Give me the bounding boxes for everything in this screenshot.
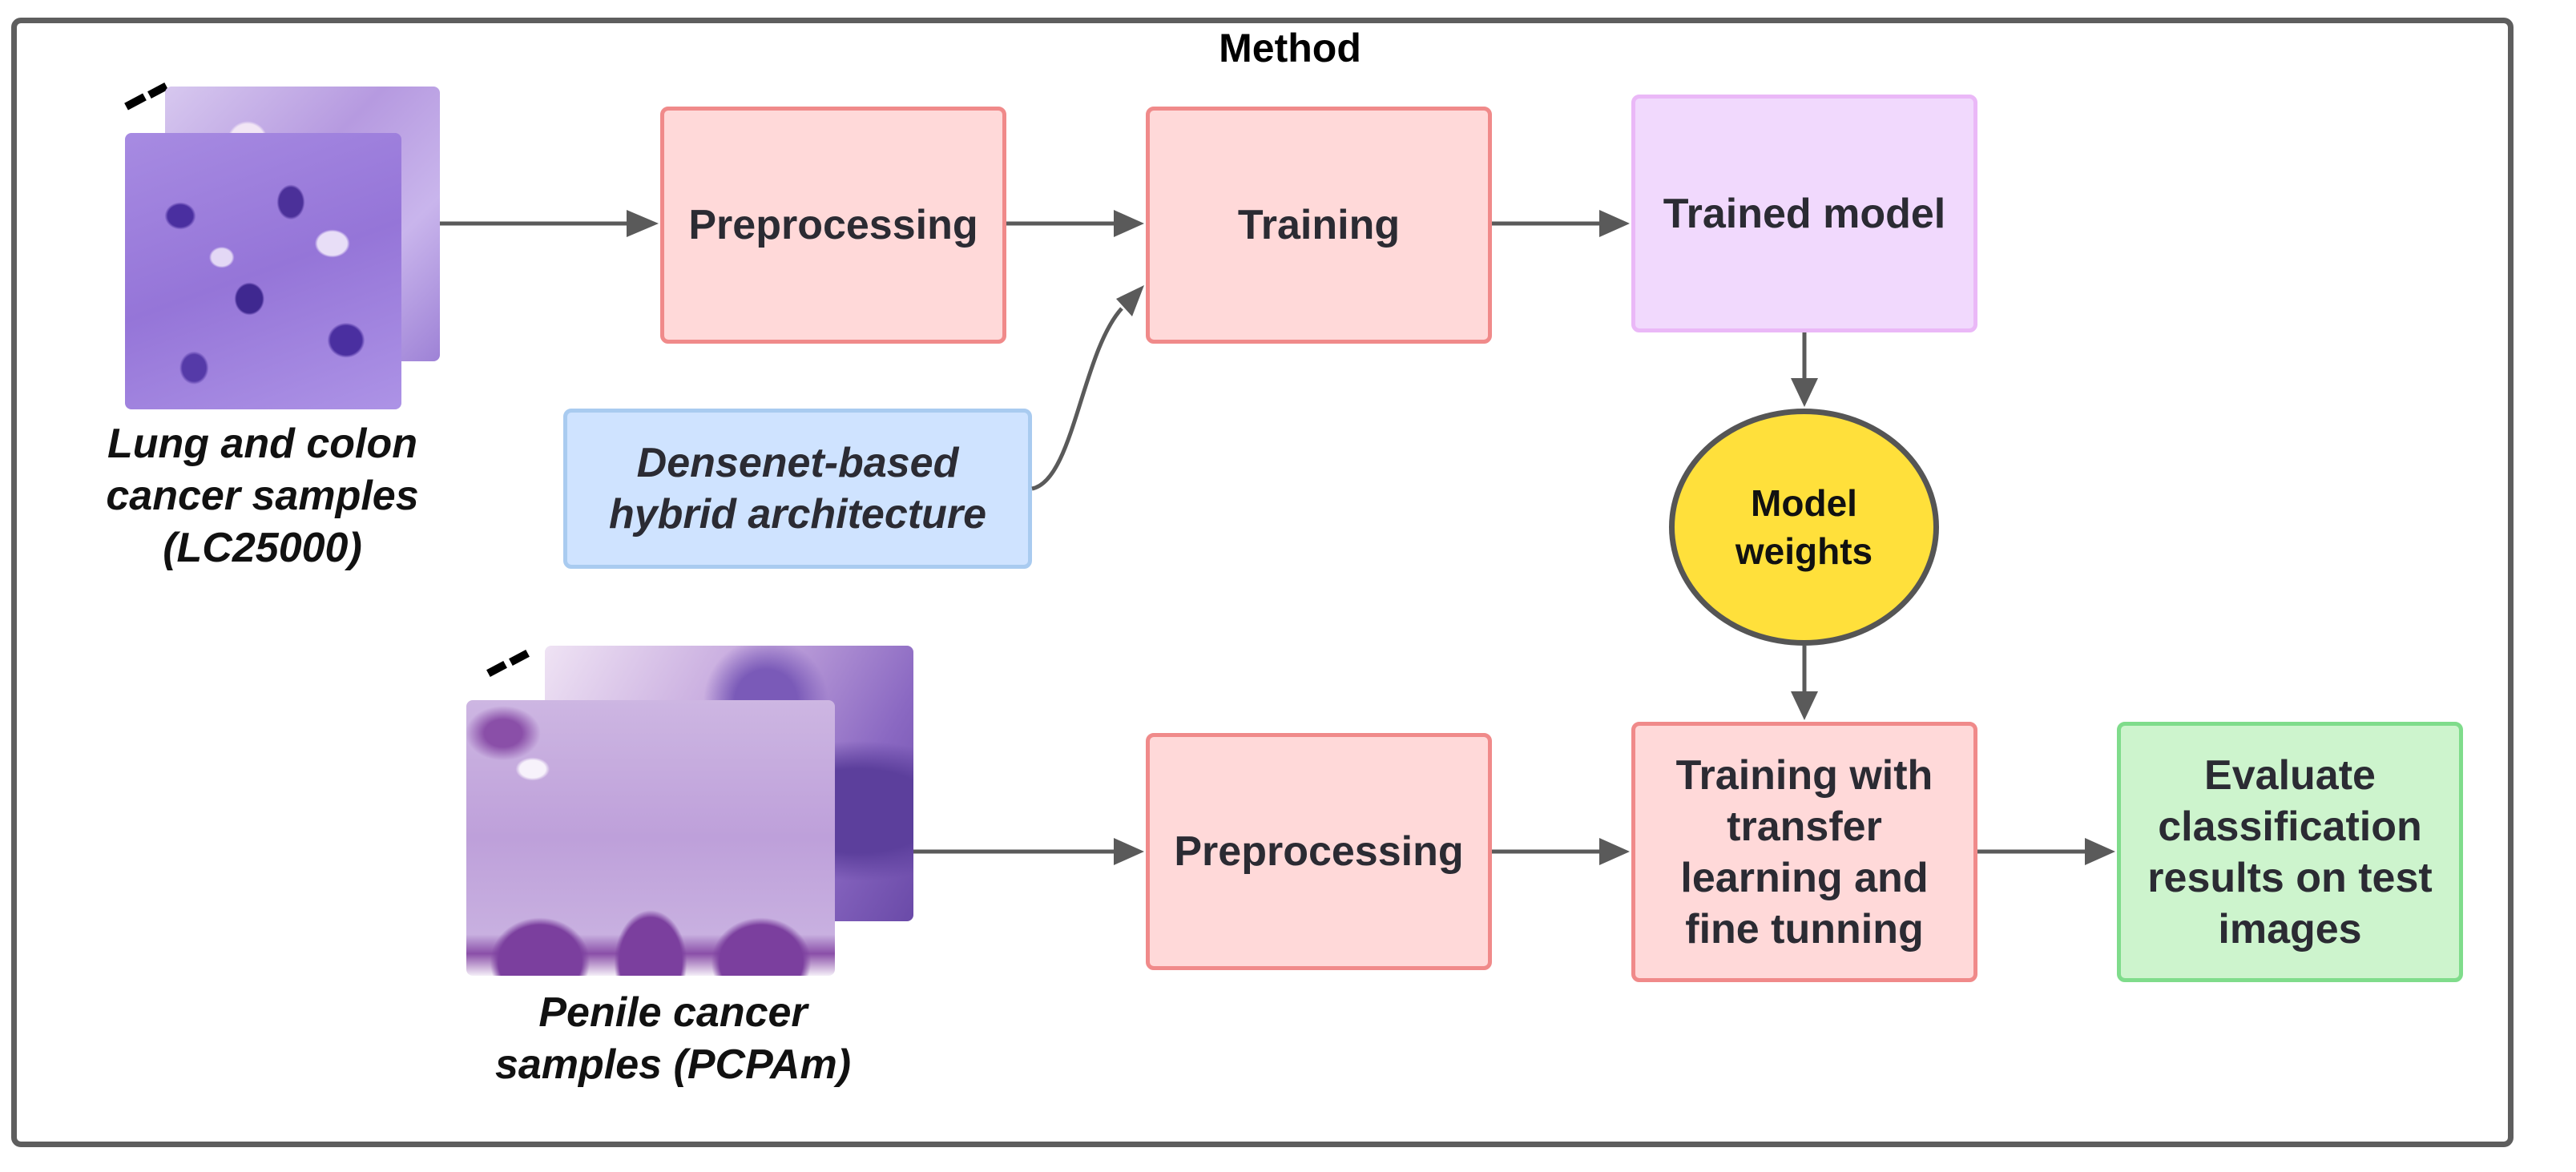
trained-model-box: Trained model [1631,95,1977,332]
transfer-learning-label: Training with transfer learning and fine… [1675,751,1933,953]
densenet-architecture-box: Densenet-based hybrid architecture [563,409,1032,569]
trained-model-label: Trained model [1663,190,1946,237]
arrowhead [1114,838,1144,865]
transfer-learning-box: Training with transfer learning and fine… [1631,722,1977,982]
arrowhead [627,210,659,237]
diagram-title: Method [1219,26,1361,70]
penile-image-front [466,700,835,976]
arrow-densenet-to-training [1031,307,1123,491]
arrowhead [2085,838,2115,865]
preprocessing-box-top: Preprocessing [660,107,1006,344]
lung-colon-image-front [125,133,401,409]
training-box: Training [1146,107,1492,344]
arrowhead [1791,378,1818,407]
model-weights-ellipse: Model weights [1669,409,1939,646]
method-frame [11,18,2514,1147]
evaluate-label: Evaluate classification results on test … [2147,751,2433,953]
arrowhead [1791,691,1818,720]
training-label: Training [1237,202,1401,248]
densenet-architecture-label: Densenet-based hybrid architecture [608,440,987,538]
preprocessing-box-bottom: Preprocessing [1146,733,1492,970]
arrowhead [1599,838,1630,865]
arrowhead [1114,210,1144,237]
penile-caption: Penile cancer samples (PCPAm) [494,989,852,1088]
arrowhead [1599,210,1630,237]
lung-colon-caption: Lung and colon cancer samples (LC25000) [106,421,419,571]
model-weights-label: Model weights [1735,482,1873,572]
evaluate-box: Evaluate classification results on test … [2117,722,2463,982]
arrowhead [1116,285,1144,316]
preprocessing-label: Preprocessing [688,202,978,248]
preprocessing-bottom-label: Preprocessing [1174,828,1464,875]
